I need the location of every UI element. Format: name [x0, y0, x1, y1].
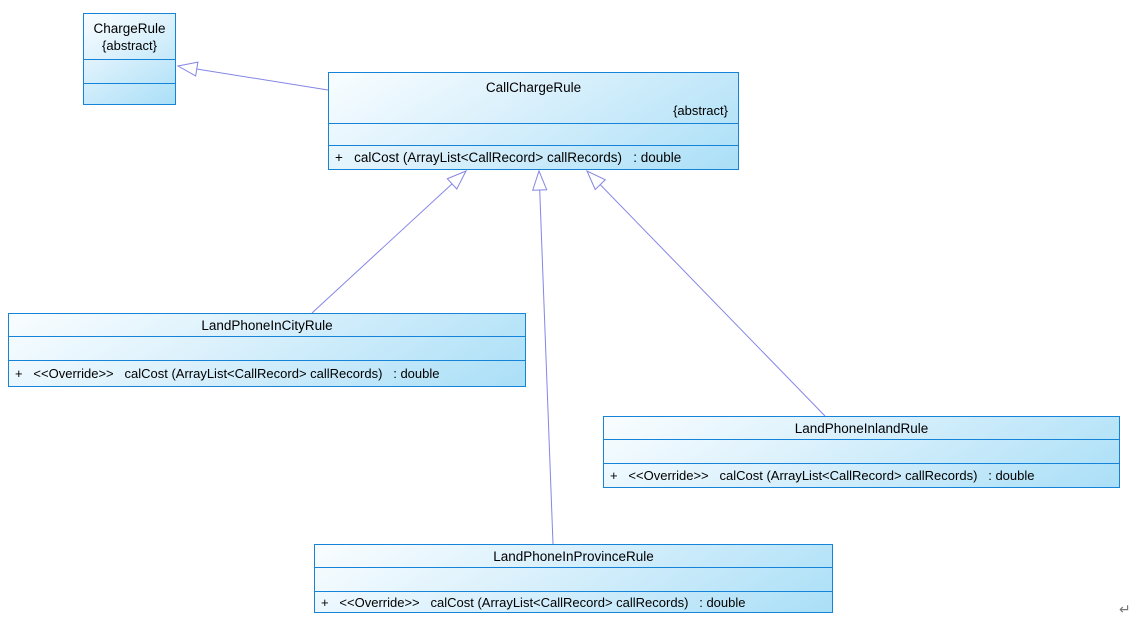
- attributes-compartment: [604, 439, 1119, 463]
- attributes-compartment: [315, 567, 832, 591]
- generalization-edge-callchargerule-to-chargerule[interactable]: [176, 61, 329, 91]
- operations-compartment: [84, 83, 175, 104]
- class-name: ChargeRule: [93, 20, 166, 36]
- name-compartment: ChargeRule {abstract}: [84, 14, 175, 59]
- operations-compartment: + calCost (ArrayList<CallRecord> callRec…: [329, 145, 738, 169]
- attributes-compartment: [329, 123, 738, 145]
- class-name: LandPhoneInCityRule: [201, 317, 333, 333]
- abstract-stereotype: {abstract}: [102, 37, 157, 53]
- operation-label: + calCost (ArrayList<CallRecord> callRec…: [335, 150, 682, 165]
- operation-label: + <<Override>> calCost (ArrayList<CallRe…: [321, 594, 746, 610]
- paragraph-return-mark: ↵: [1119, 601, 1131, 617]
- class-name: LandPhoneInlandRule: [794, 420, 929, 436]
- attributes-compartment: [84, 59, 175, 83]
- generalization-edge-city-to-callchargerule[interactable]: [311, 170, 468, 314]
- class-box-landphoneinprovincerule[interactable]: LandPhoneInProvinceRule + <<Override>> c…: [314, 544, 833, 613]
- abstract-stereotype: {abstract}: [673, 103, 728, 118]
- operation-label: + <<Override>> calCost (ArrayList<CallRe…: [610, 468, 1035, 483]
- generalization-edge-inland-to-callchargerule[interactable]: [585, 169, 826, 417]
- class-name: LandPhoneInProvinceRule: [493, 548, 654, 564]
- class-name: CallChargeRule: [485, 80, 582, 95]
- class-box-landphoneincityrule[interactable]: LandPhoneInCityRule + <<Override>> calCo…: [8, 313, 526, 387]
- generalization-edge-province-to-callchargerule[interactable]: [532, 169, 554, 545]
- name-compartment: LandPhoneInlandRule: [604, 417, 1119, 439]
- operations-compartment: + <<Override>> calCost (ArrayList<CallRe…: [315, 591, 832, 612]
- class-box-landphoneinlandrule[interactable]: LandPhoneInlandRule + <<Override>> calCo…: [603, 416, 1120, 488]
- name-compartment: CallChargeRule {abstract}: [329, 73, 738, 123]
- name-compartment: LandPhoneInProvinceRule: [315, 545, 832, 567]
- class-box-callchargerule[interactable]: CallChargeRule {abstract} + calCost (Arr…: [328, 72, 739, 170]
- class-box-chargerule[interactable]: ChargeRule {abstract}: [83, 13, 176, 105]
- operations-compartment: + <<Override>> calCost (ArrayList<CallRe…: [604, 463, 1119, 487]
- name-compartment: LandPhoneInCityRule: [9, 314, 525, 336]
- operation-label: + <<Override>> calCost (ArrayList<CallRe…: [15, 366, 440, 381]
- operations-compartment: + <<Override>> calCost (ArrayList<CallRe…: [9, 360, 525, 386]
- attributes-compartment: [9, 336, 525, 360]
